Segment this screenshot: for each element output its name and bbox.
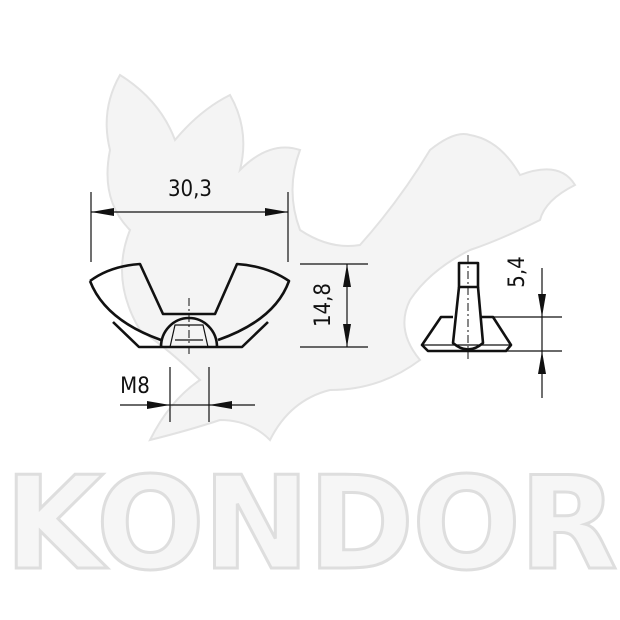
thickness-label: 5,4 [505, 256, 530, 287]
side-view: 5,4 [420, 255, 562, 398]
thread-dimension: M8 [120, 367, 255, 422]
height-dimension: 14,8 [300, 263, 368, 348]
watermark-kondor-text: KONDOR [5, 450, 616, 599]
front-view: 30,3 14,8 M8 [88, 177, 368, 422]
watermark-eagle-logo [105, 73, 577, 442]
wing-nut-front-outline [88, 262, 291, 356]
thickness-dimension: 5,4 [493, 256, 562, 398]
width-label: 30,3 [168, 177, 212, 202]
height-label: 14,8 [311, 283, 336, 327]
wing-nut-side-outline [420, 255, 513, 362]
width-dimension: 30,3 [90, 177, 289, 262]
thread-label: M8 [120, 374, 150, 399]
